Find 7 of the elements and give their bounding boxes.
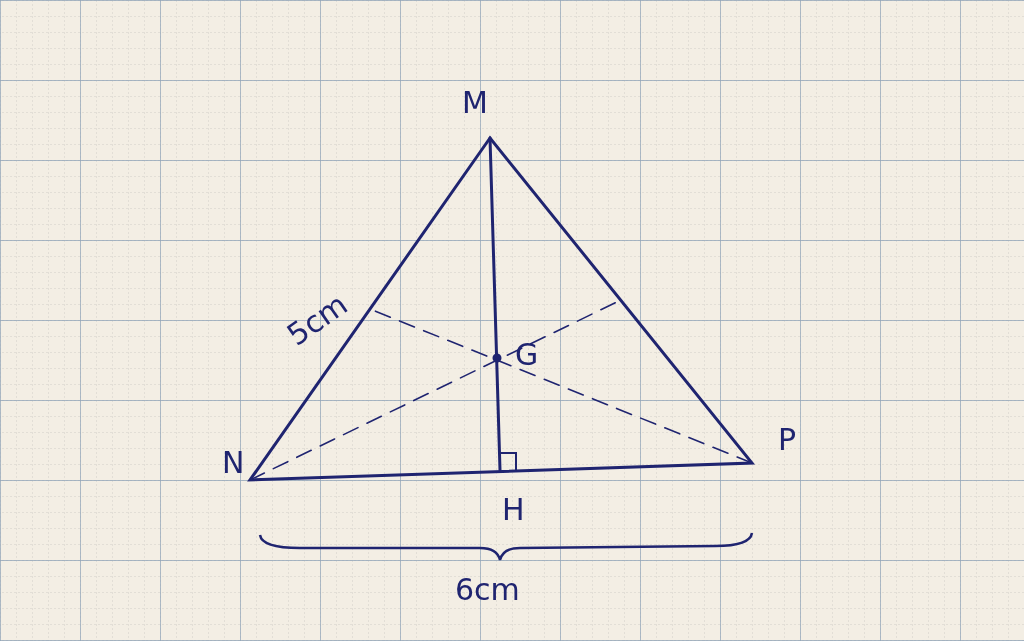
vertex-label: M — [462, 88, 488, 118]
vertex-label: N — [222, 448, 245, 478]
vertex-label: G — [515, 340, 539, 370]
dimension-label: 5cm — [282, 289, 353, 351]
dimension-label: 6cm — [455, 575, 520, 605]
vertex-label: H — [502, 495, 525, 525]
vertex-label: P — [778, 425, 797, 455]
